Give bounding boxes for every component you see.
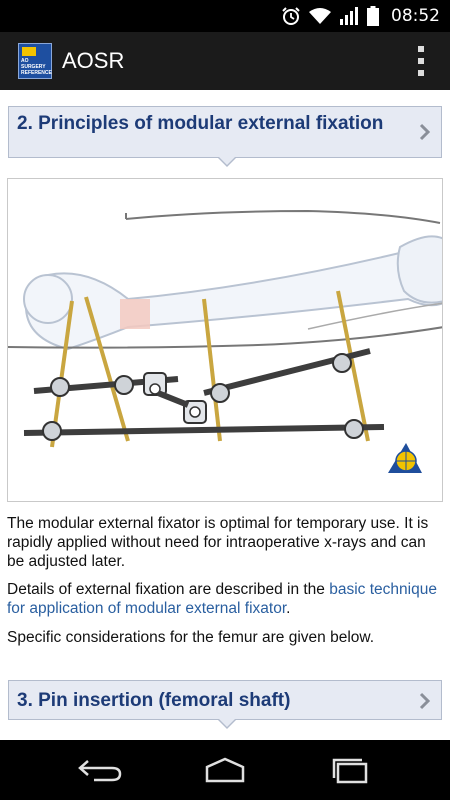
app-title: AOSR (62, 48, 125, 73)
section-header-pin-insertion[interactable]: 3. Pin insertion (femoral shaft) (8, 680, 442, 729)
app-bar: AO SURGERY REFERENCE AOSR (0, 32, 450, 90)
back-button[interactable] (70, 754, 130, 786)
section-header-principles[interactable]: 2. Principles of modular external fixati… (8, 106, 442, 167)
status-icons: 08:52 (281, 0, 440, 32)
home-icon (205, 757, 245, 783)
alarm-icon (282, 7, 300, 25)
section-title: 3. Pin insertion (femoral shaft) (17, 690, 291, 711)
battery-icon (367, 6, 379, 26)
header-notch-inner (218, 156, 236, 165)
details-prefix: Details of external fixation are describ… (7, 581, 330, 598)
navigation-bar (0, 740, 450, 800)
logo-mark (22, 47, 36, 56)
home-button[interactable] (195, 754, 255, 786)
header-notch-inner (218, 718, 236, 727)
section-title: 2. Principles of modular external fixati… (17, 113, 384, 134)
recent-apps-button[interactable] (320, 754, 380, 786)
content-area[interactable]: 2. Principles of modular external fixati… (0, 90, 450, 740)
paragraph-fixator-overview: The modular external fixator is optimal … (7, 515, 429, 570)
fixator-illustration (7, 178, 443, 502)
menu-dot (418, 70, 424, 76)
menu-dot (418, 46, 424, 52)
femur-fixator-drawing (8, 209, 442, 473)
overflow-menu-icon[interactable] (418, 46, 424, 76)
ao-logo-icon (388, 443, 422, 473)
paragraph-details: Details of external fixation are describ… (7, 580, 443, 618)
recent-apps-icon (332, 758, 368, 784)
wifi-icon (309, 8, 331, 24)
chevron-right-icon (419, 123, 431, 141)
details-suffix: . (286, 600, 291, 617)
back-icon (78, 760, 122, 782)
logo-text: AO SURGERY REFERENCE (21, 58, 52, 76)
status-time: 08:52 (391, 6, 440, 26)
signal-icon (340, 7, 358, 25)
app-logo[interactable]: AO SURGERY REFERENCE (18, 43, 52, 79)
status-bar: 08:52 (0, 0, 450, 32)
menu-dot (418, 58, 424, 64)
basic-technique-link[interactable]: basic technique for application of modul… (7, 581, 437, 617)
chevron-right-icon (419, 692, 431, 710)
paragraph-femur-considerations: Specific considerations for the femur ar… (7, 629, 375, 646)
